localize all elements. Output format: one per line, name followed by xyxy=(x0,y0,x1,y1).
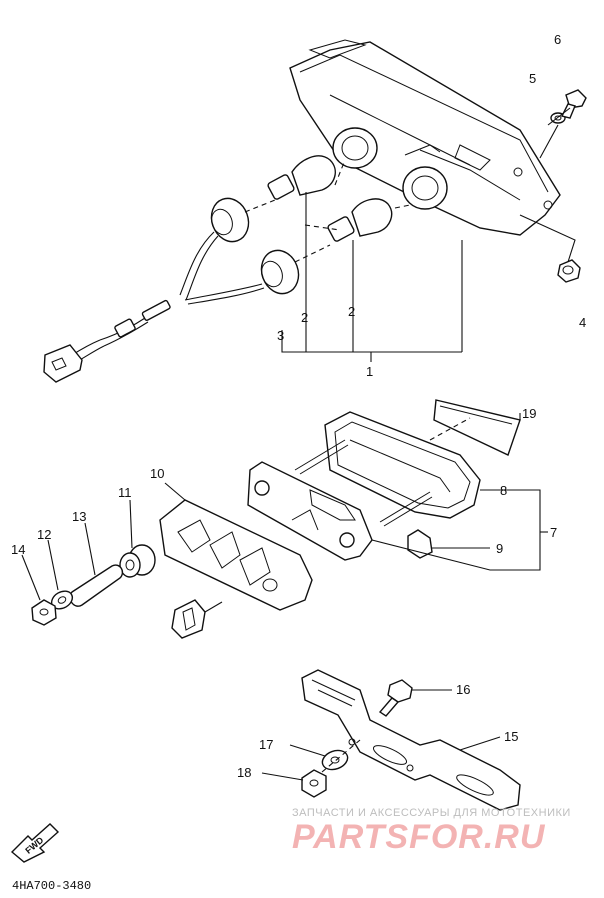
callout-13: 13 xyxy=(72,509,86,524)
nut-18 xyxy=(301,769,327,798)
diagram-code: 4HA700-3480 xyxy=(12,879,91,893)
callout-18: 18 xyxy=(237,765,251,780)
watermark-brand: PARTSFOR.RU xyxy=(292,818,546,856)
assembly-lines-middle xyxy=(21,413,548,601)
bulb-lower xyxy=(327,198,393,242)
callout-10: 10 xyxy=(150,466,164,481)
watermark: ЗАПЧАСТИ И АКСЕССУАРЫ ДЛЯ МОТОТЕХНИКИ PA… xyxy=(292,807,571,856)
watermark-tagline: ЗАПЧАСТИ И АКСЕССУАРЫ ДЛЯ МОТОТЕХНИКИ xyxy=(292,807,571,819)
callout-8: 8 xyxy=(500,483,507,498)
callout-11: 11 xyxy=(118,485,132,500)
callout-7: 7 xyxy=(550,525,557,540)
decal-19 xyxy=(433,399,521,456)
grommet-11 xyxy=(119,544,156,578)
callout-1: 1 xyxy=(366,364,373,379)
callout-17: 17 xyxy=(259,737,273,752)
callout-6: 6 xyxy=(554,32,561,47)
collar-13 xyxy=(69,564,124,607)
callout-9: 9 xyxy=(496,541,503,556)
bolt-6 xyxy=(560,89,587,119)
callout-14: 14 xyxy=(11,542,25,557)
callout-3: 3 xyxy=(277,328,284,343)
light-base-10 xyxy=(159,499,313,611)
nut-4 xyxy=(557,259,581,283)
nut-14 xyxy=(31,599,57,626)
bracket-lines-1 xyxy=(281,192,462,362)
socket-cord-assembly xyxy=(43,197,300,383)
bulb-upper xyxy=(267,155,336,200)
callout-5: 5 xyxy=(529,71,536,86)
fwd-arrow: FWD xyxy=(10,823,60,863)
callout-2b: 2 xyxy=(348,304,355,319)
assembly-lines-top xyxy=(244,107,576,352)
bracket-15 xyxy=(301,669,521,811)
callout-12: 12 xyxy=(37,527,51,542)
callout-15: 15 xyxy=(504,729,518,744)
license-light-housing xyxy=(294,411,481,527)
washer-17 xyxy=(321,749,349,771)
license-light-lens xyxy=(247,461,373,561)
callout-4: 4 xyxy=(579,315,586,330)
callout-16: 16 xyxy=(456,682,470,697)
bolt-16 xyxy=(378,679,413,717)
connector xyxy=(171,599,223,639)
tail-light-housing xyxy=(289,39,561,236)
callout-19: 19 xyxy=(522,406,536,421)
callout-2a: 2 xyxy=(301,310,308,325)
assembly-lines-bottom xyxy=(261,689,501,781)
callout-labels: 1 2 2 3 4 5 6 7 8 9 10 11 12 13 14 15 16… xyxy=(11,32,586,780)
